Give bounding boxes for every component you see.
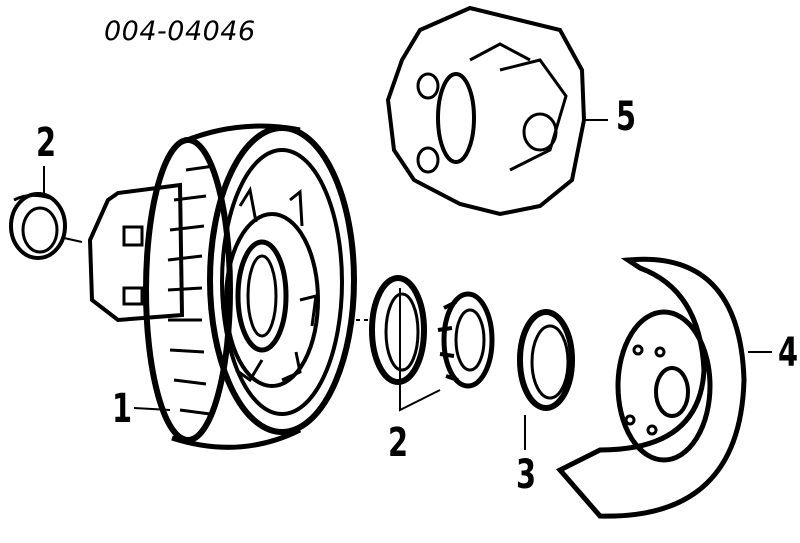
callout-caliper: 5	[616, 94, 637, 140]
callout-grease-seal: 3	[516, 452, 537, 498]
hub	[87, 182, 185, 323]
callout-splash-shield: 4	[778, 330, 799, 376]
bearing-race-left	[9, 192, 67, 260]
grease-seal	[517, 309, 575, 411]
tapered-roller-bearing	[437, 291, 495, 389]
leader-lines	[43, 119, 772, 450]
splash-shield	[555, 256, 747, 519]
callout-bearing-race-left: 2	[36, 120, 57, 166]
part-number: 004-04046	[104, 16, 256, 47]
brake-caliper	[385, 5, 587, 217]
inner-bearing-race	[369, 275, 427, 385]
callout-inner-bearings: 2	[388, 420, 409, 466]
brake-rotor	[143, 123, 357, 450]
callout-rotor: 1	[112, 386, 133, 432]
